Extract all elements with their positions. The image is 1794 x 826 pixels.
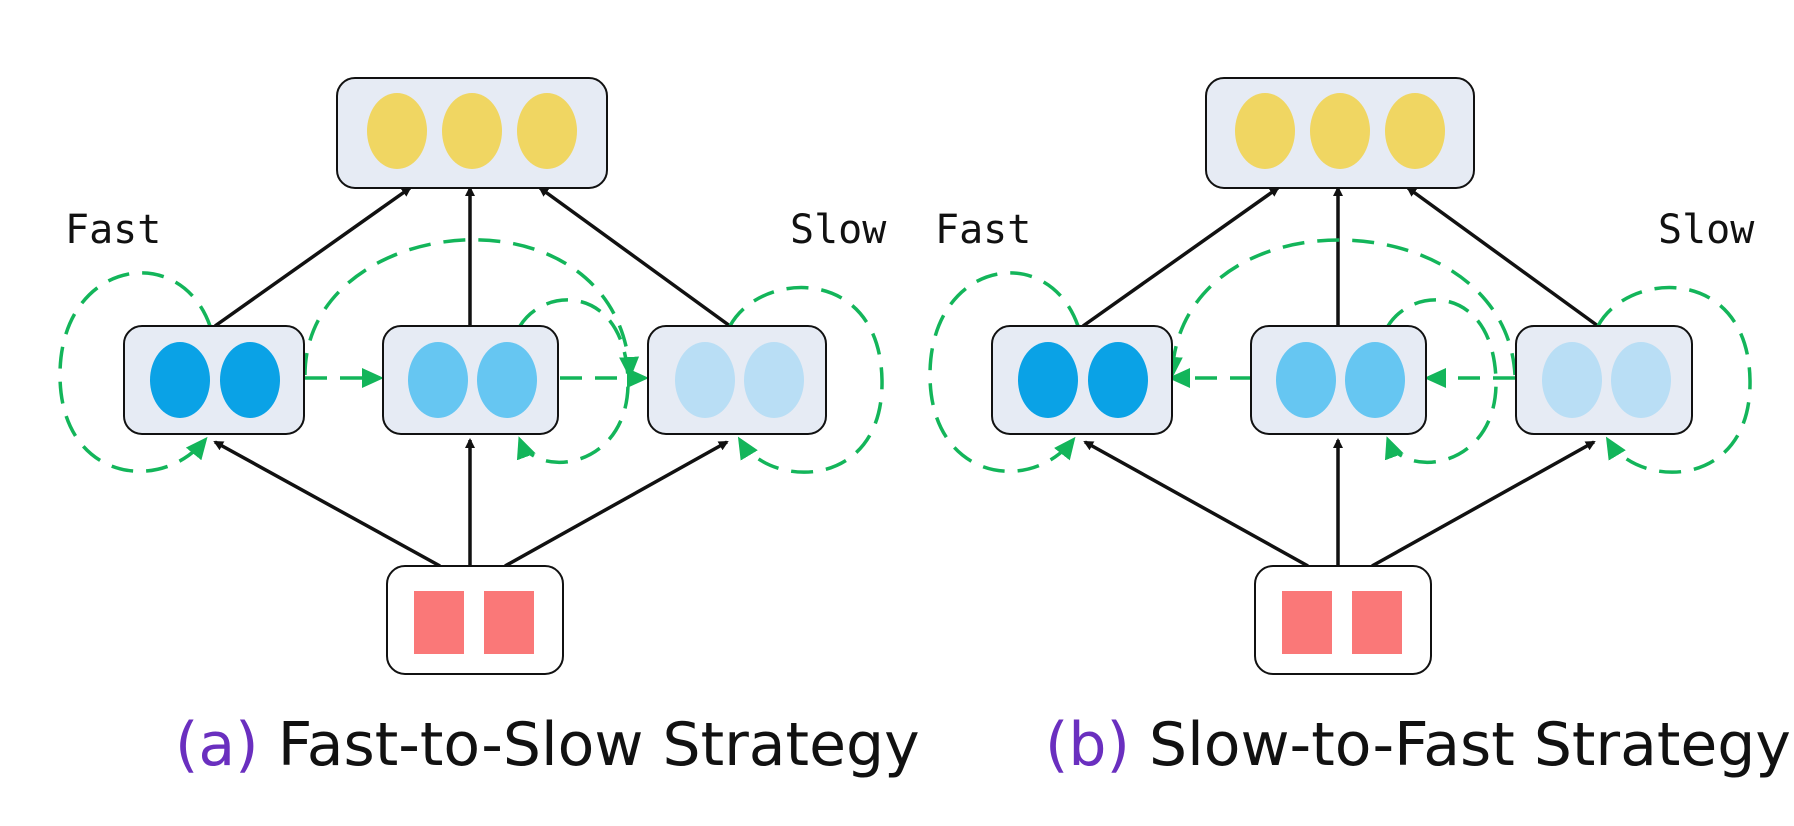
fast-block-b: [991, 325, 1173, 435]
slow-unit: [1611, 342, 1671, 418]
dashed-loops-b: [928, 238, 1752, 474]
slow-block-b: [1515, 325, 1693, 435]
caption-a: (a) Fast-to-Slow Strategy: [175, 710, 920, 780]
input-block-box: [386, 565, 564, 675]
caption-mark: (a): [175, 710, 259, 780]
caption-text: Slow-to-Fast Strategy: [1149, 710, 1791, 780]
label-fast: Fast: [935, 207, 1031, 253]
panel-a: Fast Slow (a) Fast-to-Slow Strategy: [58, 77, 920, 780]
solid-arrows-b: [1081, 186, 1600, 568]
fast-unit: [1018, 342, 1078, 418]
input-unit: [414, 591, 464, 654]
label-slow: Slow: [1658, 207, 1755, 253]
self-loop-slow: [1596, 285, 1752, 474]
arrow-input-to-slow: [504, 440, 729, 568]
solid-arrows-a: [213, 186, 732, 568]
input-block-b: [1254, 565, 1432, 675]
mid-unit: [1276, 342, 1336, 418]
output-unit: [517, 93, 577, 169]
self-loop-slow: [728, 285, 884, 474]
output-block-b: [1205, 77, 1475, 189]
output-block-a: [336, 77, 608, 189]
input-block-a: [386, 565, 564, 675]
slow-unit: [675, 342, 735, 418]
panel-b: Fast Slow (b) Slow-to-Fast Strategy: [928, 77, 1791, 780]
self-loop-mid: [1385, 298, 1498, 465]
fast-block-a: [123, 325, 305, 435]
arrow-input-to-slow: [1371, 440, 1596, 568]
output-unit: [1235, 93, 1295, 169]
output-unit: [367, 93, 427, 169]
input-unit: [1352, 591, 1402, 654]
fast-unit: [150, 342, 210, 418]
label-fast: Fast: [65, 207, 161, 253]
slow-unit: [1542, 342, 1602, 418]
input-block-box: [1254, 565, 1432, 675]
arrow-slow-to-output: [538, 186, 732, 328]
arrow-fast-to-output: [213, 186, 412, 328]
fast-unit: [1088, 342, 1148, 418]
fast-unit: [220, 342, 280, 418]
dashed-loops-a: [58, 238, 884, 474]
mid-unit: [477, 342, 537, 418]
mid-block-a: [382, 325, 559, 435]
mid-unit: [1345, 342, 1405, 418]
output-unit: [1310, 93, 1370, 169]
self-loop-fast: [58, 271, 212, 473]
caption-b: (b) Slow-to-Fast Strategy: [1045, 710, 1791, 780]
arrow-slow-to-output: [1406, 186, 1600, 328]
self-loop-mid: [517, 298, 630, 465]
arrow-input-to-fast: [213, 440, 441, 568]
arrow-fast-to-output: [1081, 186, 1280, 328]
caption-text: Fast-to-Slow Strategy: [278, 710, 920, 780]
input-unit: [1282, 591, 1332, 654]
loop-fast-to-slow: [303, 238, 640, 379]
slow-block-a: [647, 325, 827, 435]
mid-unit: [408, 342, 468, 418]
output-unit: [442, 93, 502, 169]
label-slow: Slow: [790, 207, 887, 253]
mid-block-b: [1250, 325, 1427, 435]
caption-mark: (b): [1045, 710, 1130, 780]
arrow-input-to-fast: [1083, 440, 1309, 568]
input-unit: [484, 591, 534, 654]
slow-unit: [744, 342, 804, 418]
output-unit: [1385, 93, 1445, 169]
